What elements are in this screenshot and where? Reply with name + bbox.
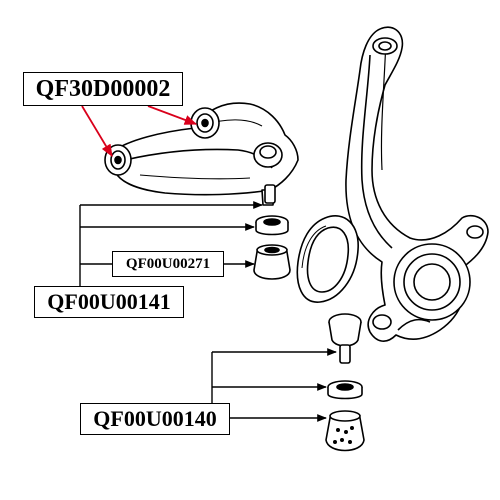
steering-knuckle (345, 26, 489, 342)
label-upper-arm: QF30D00002 (23, 72, 183, 106)
label-upper-ball-joint: QF00U00141 (34, 286, 184, 318)
label-bushing: QF00U00271 (112, 251, 224, 277)
upper-ball-joint-parts (253, 184, 291, 280)
leader-lines-lower-ball-joint (211, 348, 337, 422)
leader-lines-upper-ball-joint (79, 201, 263, 290)
dust-seal-ring (296, 215, 359, 303)
label-lower-ball-joint: QF00U00140 (80, 403, 230, 435)
leader-lines-upper-arm (81, 105, 198, 158)
lower-ball-joint-parts (325, 313, 365, 452)
